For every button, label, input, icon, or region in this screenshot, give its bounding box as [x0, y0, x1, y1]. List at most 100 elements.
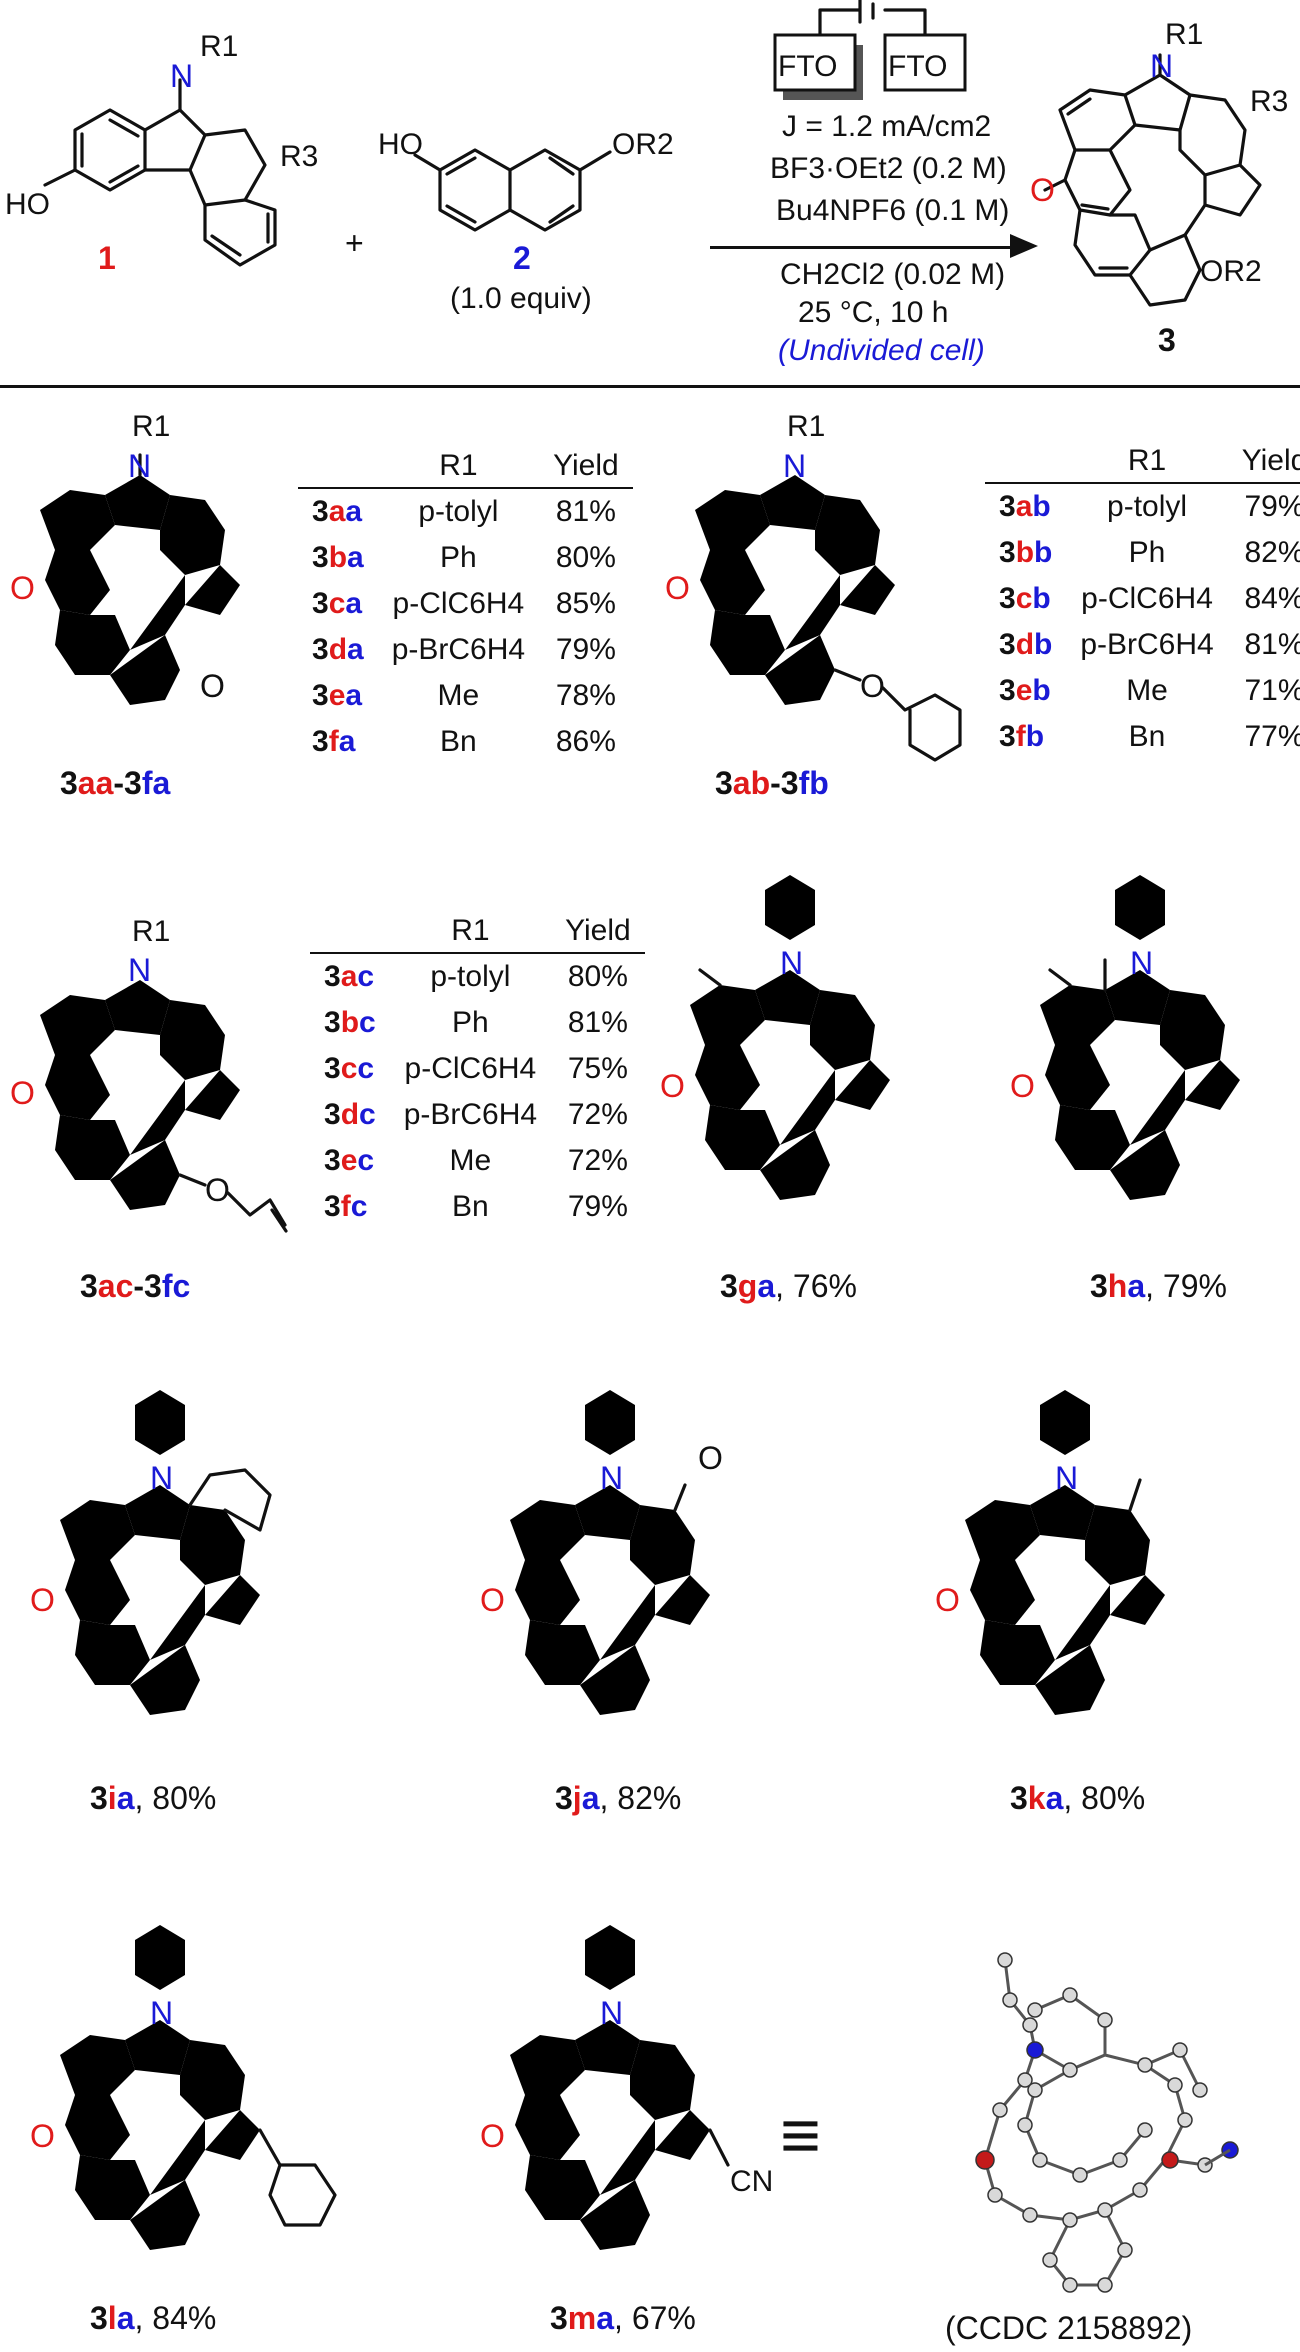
compound-id: 3fc	[324, 1190, 368, 1223]
compound-2-label: 2	[513, 240, 531, 276]
compound-id: 3cc	[324, 1052, 375, 1085]
o-atom-3aa: O	[10, 570, 35, 606]
r1-value: Bn	[1128, 720, 1166, 753]
condition-electrolyte: Bu4NPF6 (0.1 M)	[776, 194, 1010, 227]
r1-value: Bn	[452, 1190, 489, 1223]
compound-1-nitrogen: N	[170, 58, 194, 94]
structure-3ma	[495, 1897, 730, 2250]
o-atom-3la: O	[30, 2118, 55, 2154]
structure-3aa-3fa	[25, 453, 248, 705]
n-atom-3la: N	[150, 1995, 174, 2031]
yield-value: 80%	[567, 960, 628, 993]
caption-3ja: 3ja, 82%	[555, 1780, 682, 1816]
condition-lewis-acid: BF3·OEt2 (0.2 M)	[770, 152, 1007, 185]
compound-id: 3ec	[324, 1144, 375, 1177]
header-r1: R1	[377, 445, 540, 489]
compound-2-or2: OR2	[612, 128, 674, 161]
yield-value: 84%	[1244, 582, 1300, 615]
reaction-scheme: N R1 R3 HO 1 + HO OR2 2 (1.0 equiv) FTO …	[0, 0, 1300, 385]
r1-value: p-ClC6H4	[392, 587, 525, 620]
compound-2-structure	[413, 148, 612, 232]
compound-id: 3ba	[312, 541, 364, 574]
table-row: 3fb Bn 77%	[985, 714, 1300, 760]
yield-value: 85%	[555, 587, 616, 620]
o-atom-3ac: O	[10, 1075, 35, 1111]
electrochemical-cell-icon	[773, 0, 967, 100]
structure-3ab-3fb	[680, 475, 962, 762]
caption-3ia: 3ia, 80%	[90, 1780, 217, 1816]
table-row: 3cb p-ClC6H4 84%	[985, 576, 1300, 622]
product-3-structure	[1043, 53, 1262, 307]
r1-value: Me	[1126, 674, 1168, 707]
compound-id: 3dc	[324, 1098, 376, 1131]
r1-value: Ph	[452, 1006, 489, 1039]
r1-label-3ab: R1	[787, 410, 826, 443]
reaction-arrowhead-icon	[1010, 234, 1038, 258]
crystal-structure-image	[975, 1952, 1239, 2293]
bno-o-atom-3ab: O	[860, 668, 885, 704]
r1-label-3ac: R1	[132, 915, 171, 948]
product-3-oxygen: O	[1030, 172, 1055, 208]
yield-value: 81%	[567, 1006, 628, 1039]
product-3-r1: R1	[1165, 18, 1204, 51]
structure-3ga	[675, 847, 898, 1200]
yield-value: 75%	[567, 1052, 628, 1085]
r1-value: Me	[449, 1144, 492, 1177]
n-atom-3ha: N	[1130, 945, 1154, 981]
yield-value: 81%	[555, 495, 616, 528]
compound-1-structure	[43, 78, 277, 267]
yield-value: 81%	[1244, 628, 1300, 661]
r1-value: p-ClC6H4	[1081, 582, 1213, 615]
compound-2-equiv: (1.0 equiv)	[450, 282, 592, 315]
o-atom-3ka: O	[935, 1582, 960, 1618]
compound-id: 3fb	[999, 720, 1045, 753]
table-row: 3ba Ph 80%	[298, 535, 633, 581]
product-3-nitrogen: N	[1150, 48, 1174, 84]
n-atom-3ab: N	[783, 448, 807, 484]
yield-value: 79%	[555, 633, 616, 666]
section-divider	[0, 385, 1300, 388]
yield-value: 80%	[555, 541, 616, 574]
r1-value: p-tolyl	[430, 960, 511, 993]
compound-id: 3ab	[999, 490, 1051, 523]
ome-o-atom-3aa: O	[200, 668, 225, 704]
compound-id: 3fa	[312, 725, 356, 758]
reaction-arrow-line	[710, 246, 1020, 249]
compound-id: 3ea	[312, 679, 363, 712]
r1-value: p-BrC6H4	[1080, 628, 1214, 661]
caption-3ab-3fb: 3ab-3fb	[715, 765, 829, 801]
o-atom-3ha: O	[1010, 1068, 1035, 1104]
r1-label-3aa: R1	[132, 410, 171, 443]
caption-3aa-3fa: 3aa-3fa	[60, 765, 171, 801]
n-atom-3ac: N	[128, 952, 152, 988]
compound-id: 3cb	[999, 582, 1051, 615]
n-atom-3ia: N	[150, 1460, 174, 1496]
ome-top-o-atom-3ja: O	[698, 1440, 723, 1476]
electrode-right-label: FTO	[888, 50, 948, 83]
caption-3ha: 3ha, 79%	[1090, 1268, 1227, 1304]
compound-id: 3da	[312, 633, 364, 666]
caption-3ma: 3ma, 67%	[550, 2300, 696, 2336]
r1-value: p-BrC6H4	[403, 1098, 538, 1131]
yield-value: 77%	[1244, 720, 1300, 753]
r1-value: p-tolyl	[1107, 490, 1188, 523]
r1-value: Ph	[440, 541, 477, 574]
compound-2-hydroxyl: HO	[378, 128, 423, 161]
yield-value: 78%	[555, 679, 616, 712]
n-atom-3ga: N	[780, 945, 804, 981]
ccdc-caption: (CCDC 2158892)	[945, 2310, 1193, 2346]
cyano-label-3ma: CN	[730, 2165, 774, 2198]
yield-value: 86%	[555, 725, 616, 758]
equivalence-symbol: ≡	[780, 2096, 821, 2174]
n-atom-3aa: N	[128, 448, 152, 484]
